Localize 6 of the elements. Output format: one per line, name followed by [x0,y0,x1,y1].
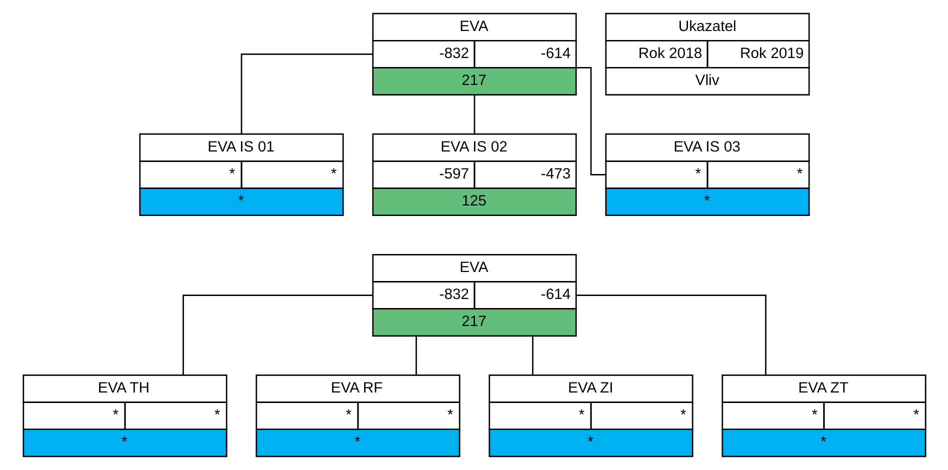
connector [532,336,533,376]
connector [240,53,372,134]
connector [473,94,475,134]
connector [415,336,416,376]
connector [576,294,766,376]
connector [182,294,372,376]
